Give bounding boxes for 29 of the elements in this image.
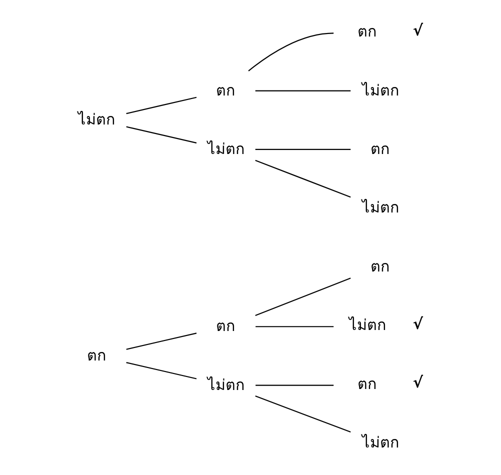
- node-text: ตก: [356, 22, 376, 41]
- connector: [254, 278, 350, 316]
- connector: [254, 148, 350, 150]
- node-text: ไม่ตก: [78, 110, 115, 129]
- node-text: ตก: [370, 257, 390, 276]
- node-text: ตก: [86, 346, 106, 365]
- node-text: ไม่ตก: [207, 376, 244, 394]
- node-label: √: [412, 315, 423, 333]
- node-label: √: [412, 22, 423, 40]
- node-text: ตก: [216, 317, 235, 336]
- connector: [126, 96, 196, 114]
- node-text: ไม่ตก: [207, 140, 244, 158]
- node-label: √: [412, 374, 423, 392]
- node-text: ตก: [216, 81, 235, 100]
- connector: [254, 160, 350, 198]
- connector: [126, 126, 196, 144]
- node-text: ตก: [370, 140, 390, 158]
- node-text: ตก: [356, 374, 376, 393]
- connector: [255, 384, 334, 386]
- node-text: ไม่ตก: [348, 316, 386, 334]
- connector: [254, 395, 350, 433]
- connector: [126, 362, 196, 380]
- connector: [255, 326, 334, 328]
- connector: [126, 332, 196, 350]
- connector: [248, 32, 334, 72]
- node-text: ไม่ตก: [361, 198, 398, 217]
- connector: [254, 90, 350, 92]
- node-text: ไม่ตก: [361, 433, 398, 452]
- node-text: ไม่ตก: [361, 81, 398, 100]
